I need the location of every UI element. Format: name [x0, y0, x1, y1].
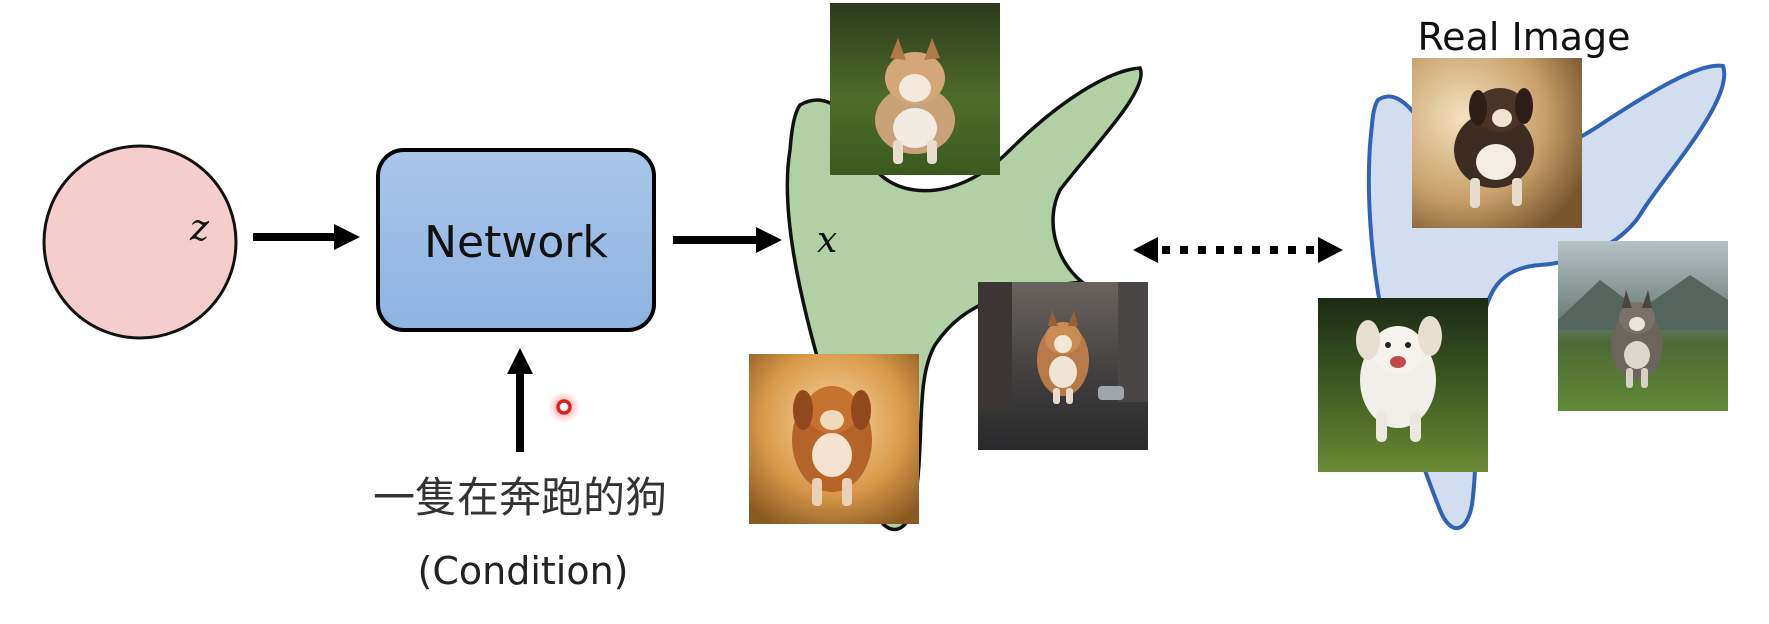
real-image-dust-dog [1412, 58, 1582, 228]
network-label: Network [424, 217, 608, 268]
generated-image-street-dog [978, 282, 1148, 450]
arrow-condition-to-network [507, 348, 533, 452]
generated-image-grass-dog [830, 3, 1000, 175]
latent-circle [42, 144, 238, 340]
real-image-husky [1558, 241, 1728, 411]
generated-symbol: x [817, 220, 837, 261]
arrow-network-to-output [673, 227, 782, 253]
condition-text: 一隻在奔跑的狗 [373, 473, 667, 522]
dotted-double-arrow [1133, 237, 1343, 263]
generated-image-golden-dog [749, 354, 919, 524]
arrow-latent-to-network [253, 224, 360, 250]
latent-symbol: z [189, 208, 210, 249]
real-image-white-dog [1318, 298, 1488, 472]
condition-tag: (Condition) [418, 549, 629, 593]
laser-pointer-dot [548, 391, 580, 423]
network-box [376, 148, 656, 332]
real-image-title: Real Image [1417, 15, 1630, 59]
